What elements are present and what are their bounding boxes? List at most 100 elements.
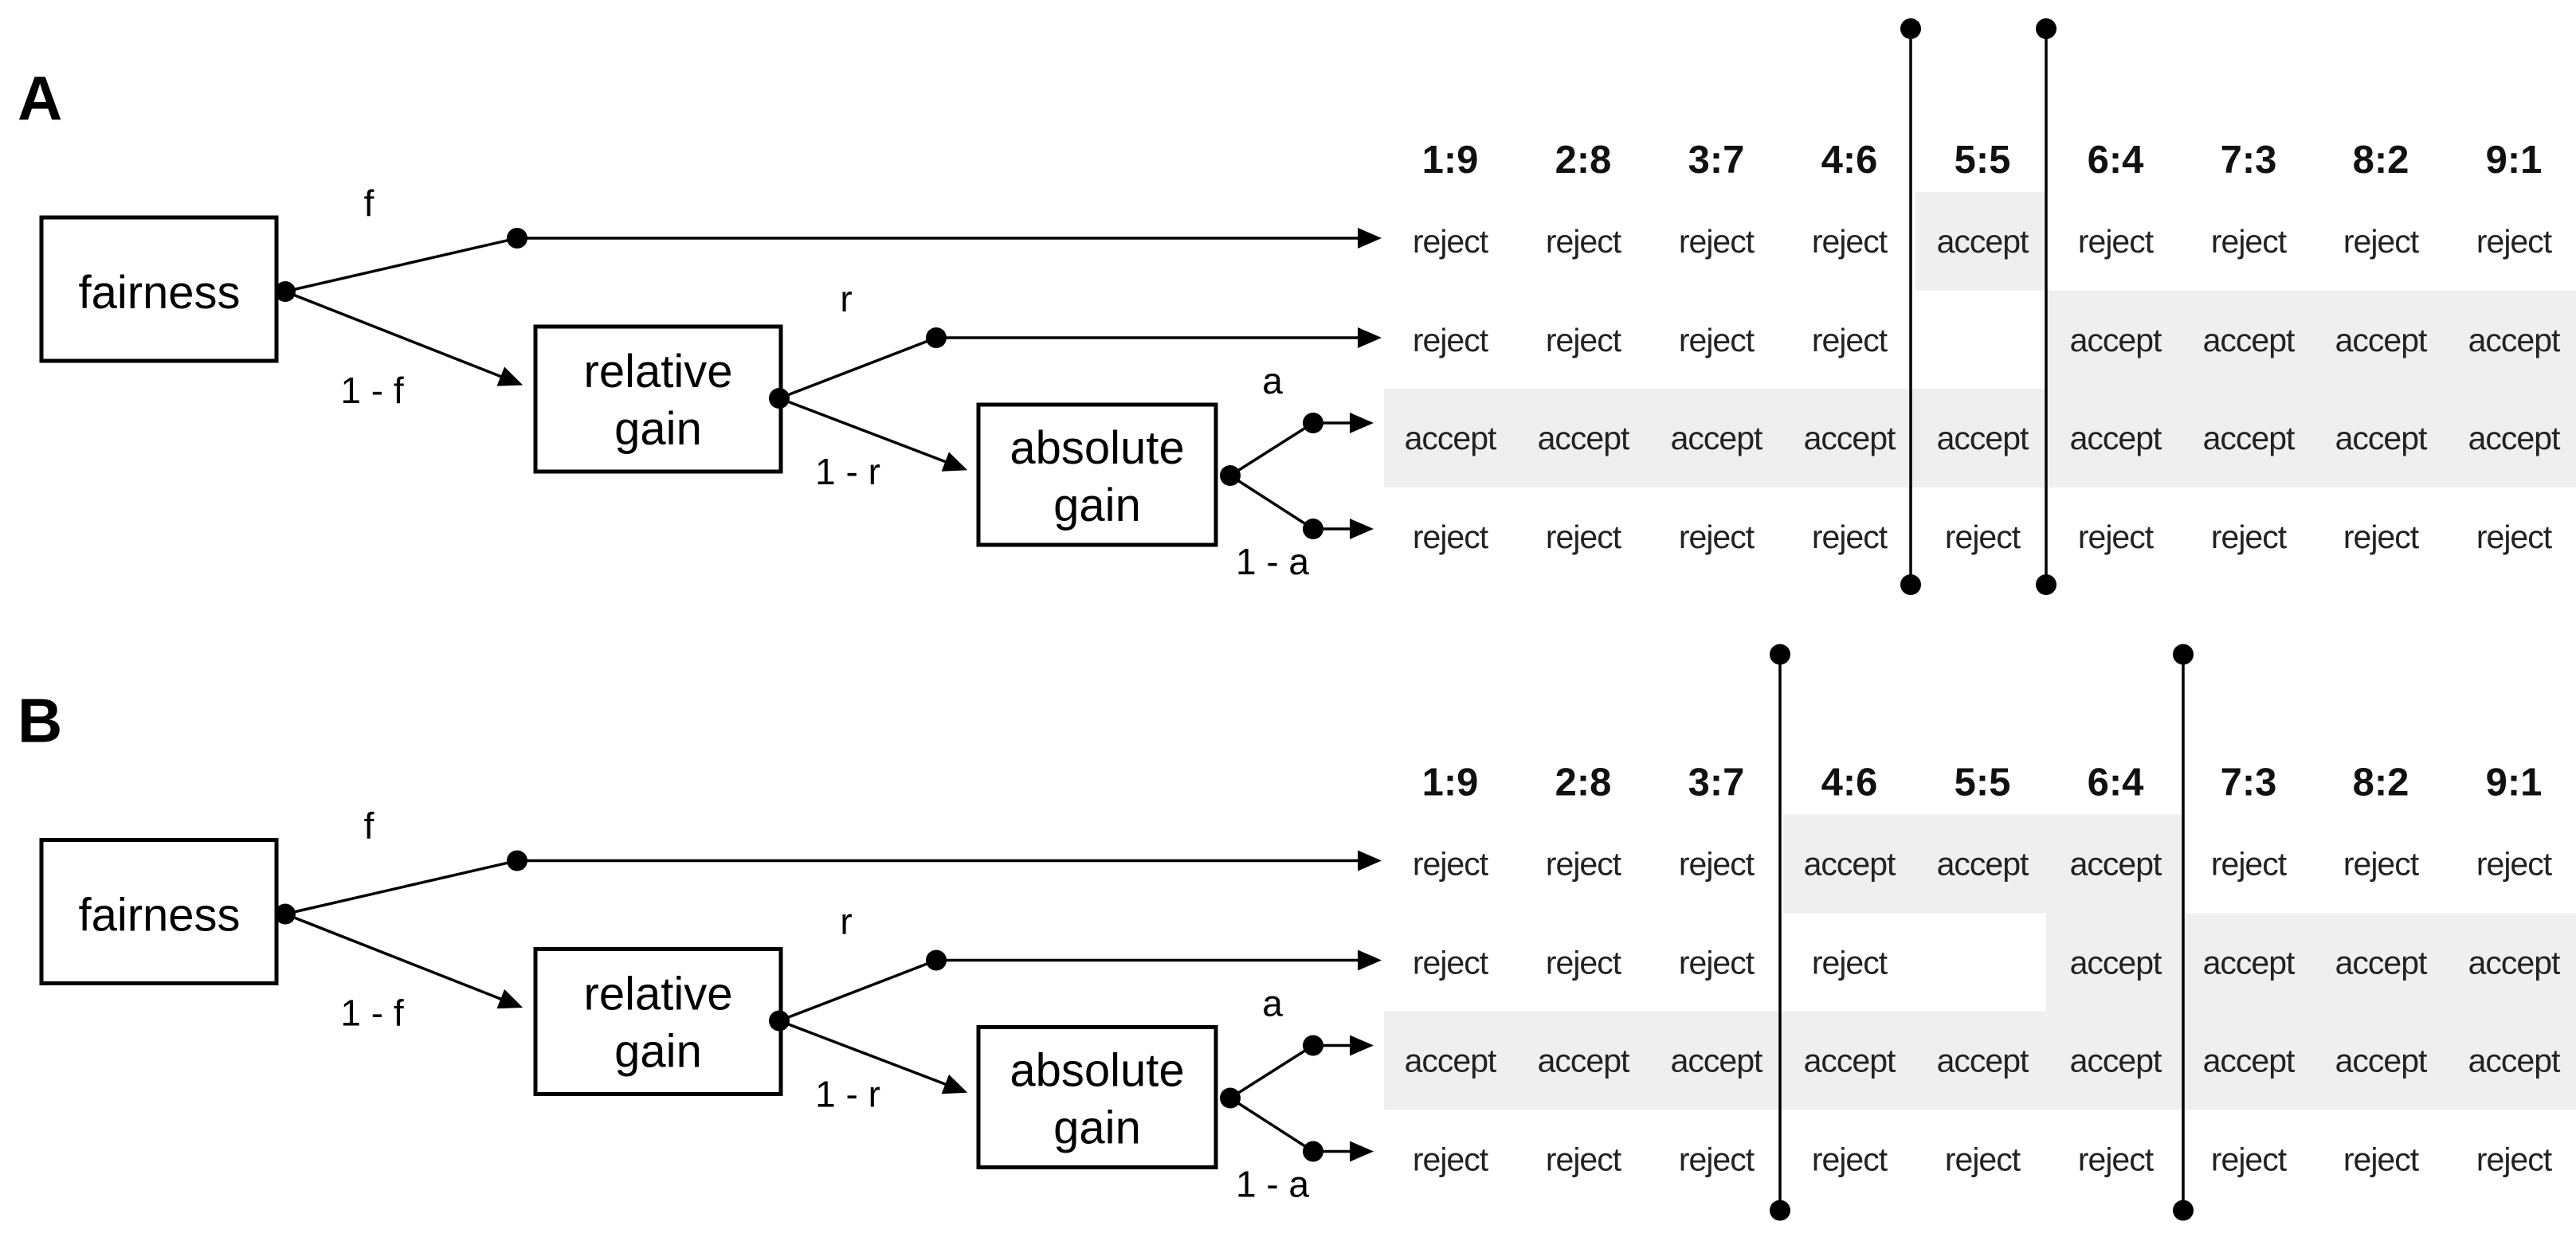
outcome-cell: accept: [2335, 1043, 2428, 1079]
relative-gain-label-line1: relative: [584, 346, 733, 397]
column-header: 5:5: [1955, 761, 2011, 805]
r-junction-dot: [926, 949, 947, 971]
outcome-cell: accept: [1405, 1043, 1497, 1079]
outcome-cell: reject: [1546, 1141, 1622, 1178]
outcome-cell: accept: [2335, 322, 2428, 358]
fairness-node-dot: [275, 903, 296, 925]
outcome-cell: reject: [1812, 945, 1888, 981]
outcome-cell: accept: [1671, 420, 1763, 456]
outcome-cell: reject: [1945, 519, 2021, 555]
bracket-dot: [2173, 644, 2194, 665]
outcome-cell: reject: [1546, 322, 1622, 358]
branch-line-r-diag: [778, 336, 937, 400]
relative-gain-node-dot: [769, 1010, 790, 1032]
outcome-cell: accept: [2468, 322, 2561, 358]
branch-line-a-diag: [1229, 1044, 1314, 1099]
outcome-cell: reject: [1679, 945, 1755, 981]
relative-gain-node-box: [533, 324, 783, 474]
outcome-cell: reject: [1679, 846, 1755, 883]
outcome-cell: reject: [1413, 945, 1489, 981]
absolute-gain-node-box: [976, 1025, 1218, 1169]
table-row: reject reject reject reject reject rejec…: [1413, 519, 2554, 555]
a-junction-dot: [1303, 1035, 1323, 1056]
outcome-cell: accept: [1405, 420, 1497, 456]
highlight-band-row2: [2046, 291, 2576, 390]
bracket-dot: [1900, 18, 1921, 39]
table-row: reject reject reject accept accept accep…: [1413, 846, 2554, 883]
bracket-dot: [2036, 574, 2056, 595]
branch-arrow-not-r: [778, 397, 968, 472]
branch-label-f: f: [364, 182, 374, 224]
outcome-cell: accept: [2070, 945, 2162, 981]
outcome-cell: reject: [2476, 1141, 2553, 1178]
f-junction-dot: [507, 228, 527, 249]
outcome-cell: reject: [2211, 846, 2288, 883]
outcome-cell: reject: [1413, 223, 1489, 260]
branch-line-not-a-diag: [1229, 474, 1314, 530]
column-header: 2:8: [1555, 761, 1612, 805]
outcome-cell: accept: [2468, 1043, 2561, 1079]
table-row: reject reject reject reject reject rejec…: [1413, 1141, 2554, 1178]
bracket-dot: [1900, 574, 1921, 595]
column-header: 3:7: [1688, 139, 1745, 182]
table-row: reject reject reject reject accept accep…: [1413, 322, 2562, 358]
column-header: 7:3: [2221, 139, 2277, 182]
outcome-cell: reject: [1413, 846, 1489, 883]
outcome-cell: reject: [1679, 1141, 1755, 1178]
outcome-cell: reject: [2078, 1141, 2155, 1178]
outcome-cell: accept: [1804, 846, 1896, 883]
absolute-gain-label-line2: gain: [1053, 480, 1141, 531]
outcome-cell: reject: [1546, 945, 1622, 981]
branch-label-not-a: 1 - a: [1236, 541, 1309, 582]
table-row: accept accept accept accept accept accep…: [1405, 420, 2562, 456]
outcome-cell: reject: [2343, 223, 2420, 260]
relative-gain-label-line2: gain: [614, 1026, 702, 1078]
outcome-cell: reject: [2343, 846, 2420, 883]
branch-line-a-diag: [1229, 421, 1314, 477]
branch-label-r: r: [840, 901, 852, 942]
table-row: reject reject reject reject accept rejec…: [1413, 223, 2554, 260]
absolute-gain-label-line2: gain: [1053, 1102, 1141, 1154]
f-junction-dot: [507, 850, 527, 871]
outcome-cell: reject: [1812, 1141, 1888, 1178]
column-header: 8:2: [2353, 761, 2409, 805]
outcome-cell: reject: [1546, 519, 1622, 555]
column-header: 8:2: [2353, 139, 2409, 182]
relative-gain-node-dot: [769, 388, 790, 409]
outcome-cell: reject: [1413, 322, 1489, 358]
column-header: 1:9: [1422, 139, 1479, 182]
outcome-cell: accept: [2203, 420, 2296, 456]
outcome-cell: reject: [2476, 223, 2553, 260]
not-a-junction-dot: [1303, 1141, 1323, 1162]
branch-label-not-r: 1 - r: [815, 451, 880, 492]
outcome-cell: reject: [1413, 519, 1489, 555]
outcome-cell: accept: [2070, 846, 2162, 883]
outcome-cell: accept: [1538, 1043, 1630, 1079]
fairness-node-box: [39, 215, 279, 363]
relative-gain-node-box: [533, 947, 783, 1096]
absolute-gain-label-line1: absolute: [1010, 1045, 1184, 1097]
branch-label-not-r: 1 - r: [815, 1074, 880, 1115]
branch-label-a: a: [1262, 360, 1283, 401]
a-junction-dot: [1303, 413, 1323, 433]
column-header: 7:3: [2221, 761, 2277, 805]
column-header: 6:4: [2088, 761, 2144, 805]
outcome-cell: accept: [2070, 322, 2162, 358]
outcome-cell: reject: [2343, 1141, 2420, 1178]
outcome-cell: accept: [1937, 1043, 2029, 1079]
outcome-cell: accept: [2335, 420, 2428, 456]
highlight-band-row3: [1384, 389, 2576, 487]
outcome-cell: accept: [1671, 1043, 1763, 1079]
relative-gain-label-line1: relative: [584, 969, 733, 1020]
outcome-cell: reject: [1679, 519, 1755, 555]
outcome-cell: accept: [2203, 945, 2296, 981]
outcome-cell: accept: [1937, 420, 2029, 456]
column-header: 4:6: [1821, 139, 1878, 182]
outcome-cell: reject: [1812, 223, 1888, 260]
column-header: 9:1: [2486, 139, 2543, 182]
bracket-dot: [2036, 18, 2056, 39]
outcome-cell: accept: [1804, 1043, 1896, 1079]
fairness-node-label: fairness: [78, 267, 240, 319]
outcome-cell: reject: [1546, 846, 1622, 883]
